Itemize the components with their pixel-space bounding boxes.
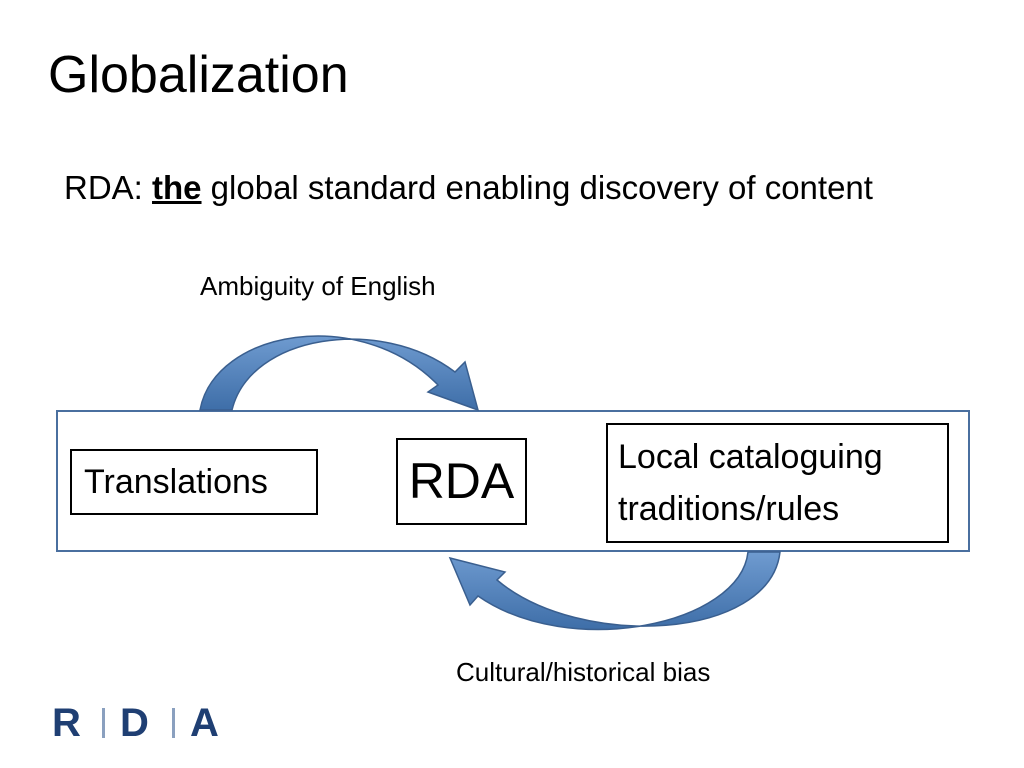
subtitle-prefix: RDA: (64, 169, 153, 206)
local-traditions-box: Local cataloguing traditions/rules (606, 423, 949, 543)
translations-box: Translations (70, 449, 318, 515)
rda-box: RDA (396, 438, 527, 525)
bottom-curved-arrow (448, 551, 781, 631)
top-arrow-label: Ambiguity of English (200, 271, 436, 301)
logo-letter-d: D (120, 701, 149, 744)
logo-letter-r: R (52, 701, 81, 744)
slide-title: Globalization (48, 46, 349, 104)
subtitle-emphasis: the (152, 169, 202, 206)
local-box-line-1: Local cataloguing (618, 438, 883, 476)
subtitle-suffix: global standard enabling discovery of co… (201, 169, 873, 206)
logo-divider-2 (172, 708, 175, 738)
local-box-line-2: traditions/rules (618, 490, 840, 528)
rda-logo: R D A (52, 701, 219, 744)
slide-subtitle: RDA: the global standard enabling discov… (64, 166, 873, 210)
top-curved-arrow (199, 335, 480, 412)
bottom-arrow-label: Cultural/historical bias (456, 657, 711, 687)
logo-letter-a: A (190, 701, 219, 744)
logo-divider-1 (102, 708, 105, 738)
